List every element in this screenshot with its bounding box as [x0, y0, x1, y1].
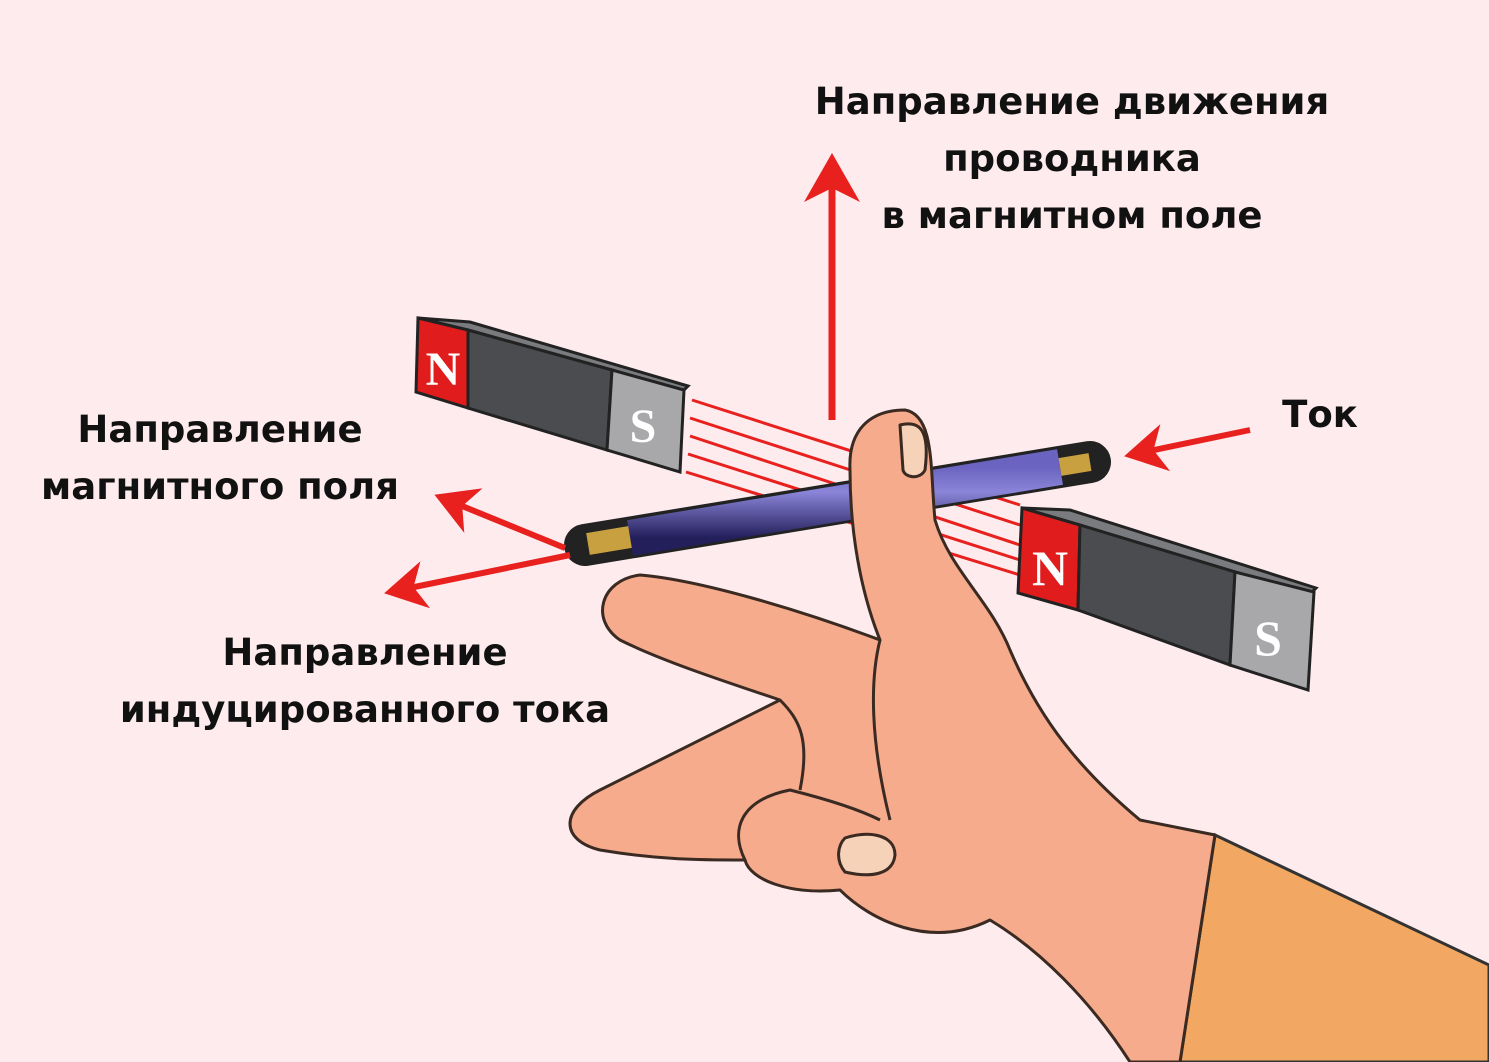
- magnet-right: N S: [1016, 506, 1319, 693]
- label-line: индуцированного тока: [119, 688, 611, 731]
- current-arrow: [1124, 424, 1251, 472]
- south-pole-label: S: [1254, 610, 1282, 666]
- magnet-left: N S: [414, 316, 691, 474]
- current-label: Ток: [1282, 393, 1358, 436]
- induced-current-label: Направление индуцированного тока: [115, 624, 615, 738]
- north-pole-label: N: [426, 343, 461, 396]
- induced-current-arrow: [384, 552, 571, 609]
- north-pole-label: N: [1032, 540, 1068, 596]
- label-line: Направление: [77, 408, 363, 451]
- label-line: Направление движения: [814, 80, 1330, 123]
- label-line: Направление: [222, 631, 508, 674]
- label-line: магнитного поля: [41, 465, 399, 508]
- right-hand: [568, 408, 1217, 1062]
- label-line: проводника: [943, 137, 1201, 180]
- field-direction-label: Направление магнитного поля: [30, 401, 410, 515]
- south-pole-label: S: [630, 400, 657, 453]
- sleeve: [1178, 832, 1489, 1062]
- label-line: в магнитном поле: [881, 194, 1263, 237]
- conductor-rod: [564, 441, 1111, 566]
- magnetic-field-arrow: [434, 488, 567, 551]
- motion-direction-label: Направление движения проводника в магнит…: [812, 73, 1332, 244]
